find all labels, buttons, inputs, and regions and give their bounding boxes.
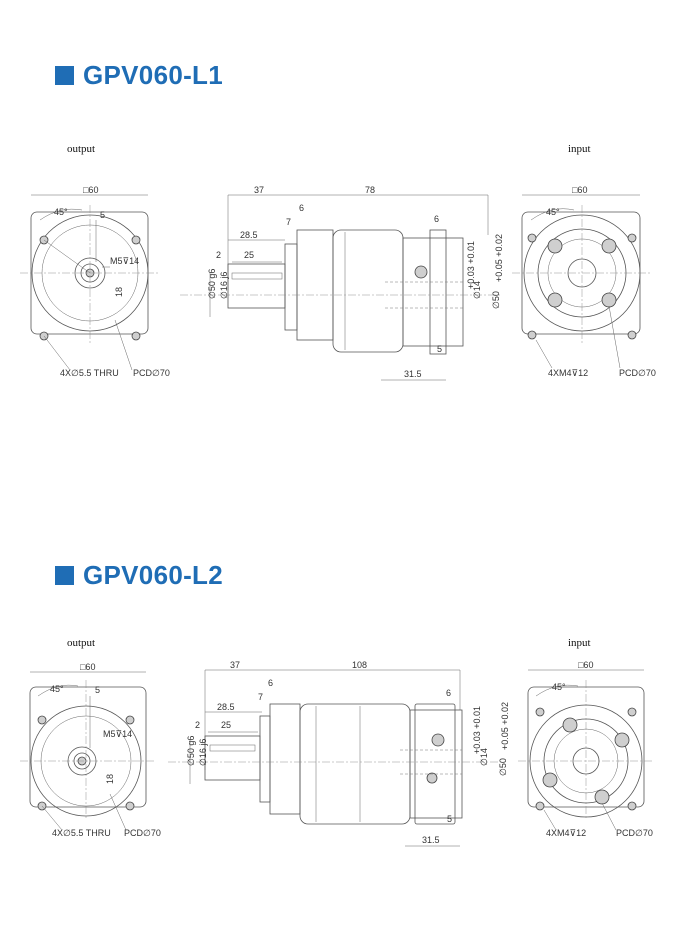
rear-pcd-callout: PCD∅70	[619, 368, 656, 378]
angle-45: 45°	[552, 682, 566, 692]
holes-callout: 4X∅5.5 THRU	[60, 368, 119, 378]
bore-dia: ∅14	[472, 281, 482, 299]
dim-7: 7	[258, 692, 263, 702]
section-heading-2: GPV060-L2	[55, 560, 223, 591]
dim-2: 2	[195, 720, 200, 730]
dim-5: 5	[437, 344, 442, 354]
dim-6b: 6	[446, 688, 451, 698]
rear-pcd-callout: PCD∅70	[616, 828, 653, 838]
bore-tol: +0.03 +0.01	[466, 241, 476, 289]
side-view: 37 108 6 7 28.5 2 25 6 ∅50 g6 ∅16 j6 ∅14	[168, 660, 510, 847]
section-title: GPV060-L1	[83, 60, 223, 90]
front-square-dim: □60	[80, 662, 95, 672]
bore-dia: ∅14	[479, 748, 489, 766]
input-pilot-dia: ∅50	[491, 291, 501, 309]
dim-28-5: 28.5	[240, 230, 258, 240]
rear-square-dim: □60	[578, 660, 593, 670]
rear-view: □60 45° 4XM4⊽12 PCD∅70	[518, 660, 654, 838]
len-total: 78	[365, 185, 375, 195]
section-heading-1: GPV060-L1	[55, 60, 223, 91]
heading-square-icon	[55, 66, 74, 85]
pilot-dia: ∅50 g6	[186, 736, 196, 766]
front-view: □60 45° 5 M5⊽14 18 4X∅5.5 THRU PCD∅70	[20, 185, 170, 378]
input-pilot-tol: +0.05 +0.02	[494, 234, 504, 282]
len-37: 37	[254, 185, 264, 195]
section-title: GPV060-L2	[83, 560, 223, 590]
dim-2: 2	[216, 250, 221, 260]
side-view: 37 78 6 7 28.5 2 25 6 ∅50 g6 ∅16 j6 ∅14 …	[180, 185, 504, 381]
rear-holes-callout: 4XM4⊽12	[546, 828, 586, 838]
dim-25: 25	[221, 720, 231, 730]
holes-callout: 4X∅5.5 THRU	[52, 828, 111, 838]
input-pilot-tol: +0.05 +0.02	[500, 702, 510, 750]
rear-view: □60 45° 4XM4⊽12 PCD∅70	[512, 185, 656, 378]
front-square-dim: □60	[83, 185, 98, 195]
dim-6a: 6	[299, 203, 304, 213]
len-37: 37	[230, 660, 240, 670]
shaft-dia: ∅16 j6	[219, 272, 229, 299]
shaft-dia: ∅16 j6	[198, 739, 208, 766]
thread-callout: M5⊽14	[110, 256, 139, 266]
dim-18: 18	[105, 774, 115, 784]
front-view: □60 45° 5 M5⊽14 18 4X∅5.5 THRU PCD∅70	[20, 662, 161, 838]
drawing-l1: □60 45° 5 M5⊽14 18 4X∅5.5 THRU PCD∅70 37…	[20, 185, 656, 381]
input-label: input	[568, 637, 591, 649]
angle-45: 45°	[50, 684, 64, 694]
pilot-dia: ∅50 g6	[207, 269, 217, 299]
dim-6b: 6	[434, 214, 439, 224]
dim-31-5: 31.5	[422, 835, 440, 845]
dim-31-5: 31.5	[404, 369, 422, 379]
output-label: output	[67, 143, 96, 155]
angle-45: 45°	[546, 207, 560, 217]
heading-square-icon	[55, 566, 74, 585]
rear-holes-callout: 4XM4⊽12	[548, 368, 588, 378]
dim-6a: 6	[268, 678, 273, 688]
pcd-callout: PCD∅70	[133, 368, 170, 378]
rear-square-dim: □60	[572, 185, 587, 195]
pcd-callout: PCD∅70	[124, 828, 161, 838]
dim-5: 5	[447, 814, 452, 824]
dim-28-5: 28.5	[217, 702, 235, 712]
thread-callout: M5⊽14	[103, 729, 132, 739]
output-label: output	[67, 637, 96, 649]
dim-25: 25	[244, 250, 254, 260]
angle-45: 45°	[54, 207, 68, 217]
input-pilot-dia: ∅50	[498, 758, 508, 776]
len-total: 108	[352, 660, 367, 670]
dim-18: 18	[114, 287, 124, 297]
dim-7: 7	[286, 217, 291, 227]
drawing-l2: □60 45° 5 M5⊽14 18 4X∅5.5 THRU PCD∅70 37…	[20, 660, 654, 847]
input-label: input	[568, 143, 591, 155]
dim-5: 5	[95, 685, 100, 695]
bore-tol: +0.03 +0.01	[472, 706, 482, 754]
dim-5: 5	[100, 210, 105, 220]
